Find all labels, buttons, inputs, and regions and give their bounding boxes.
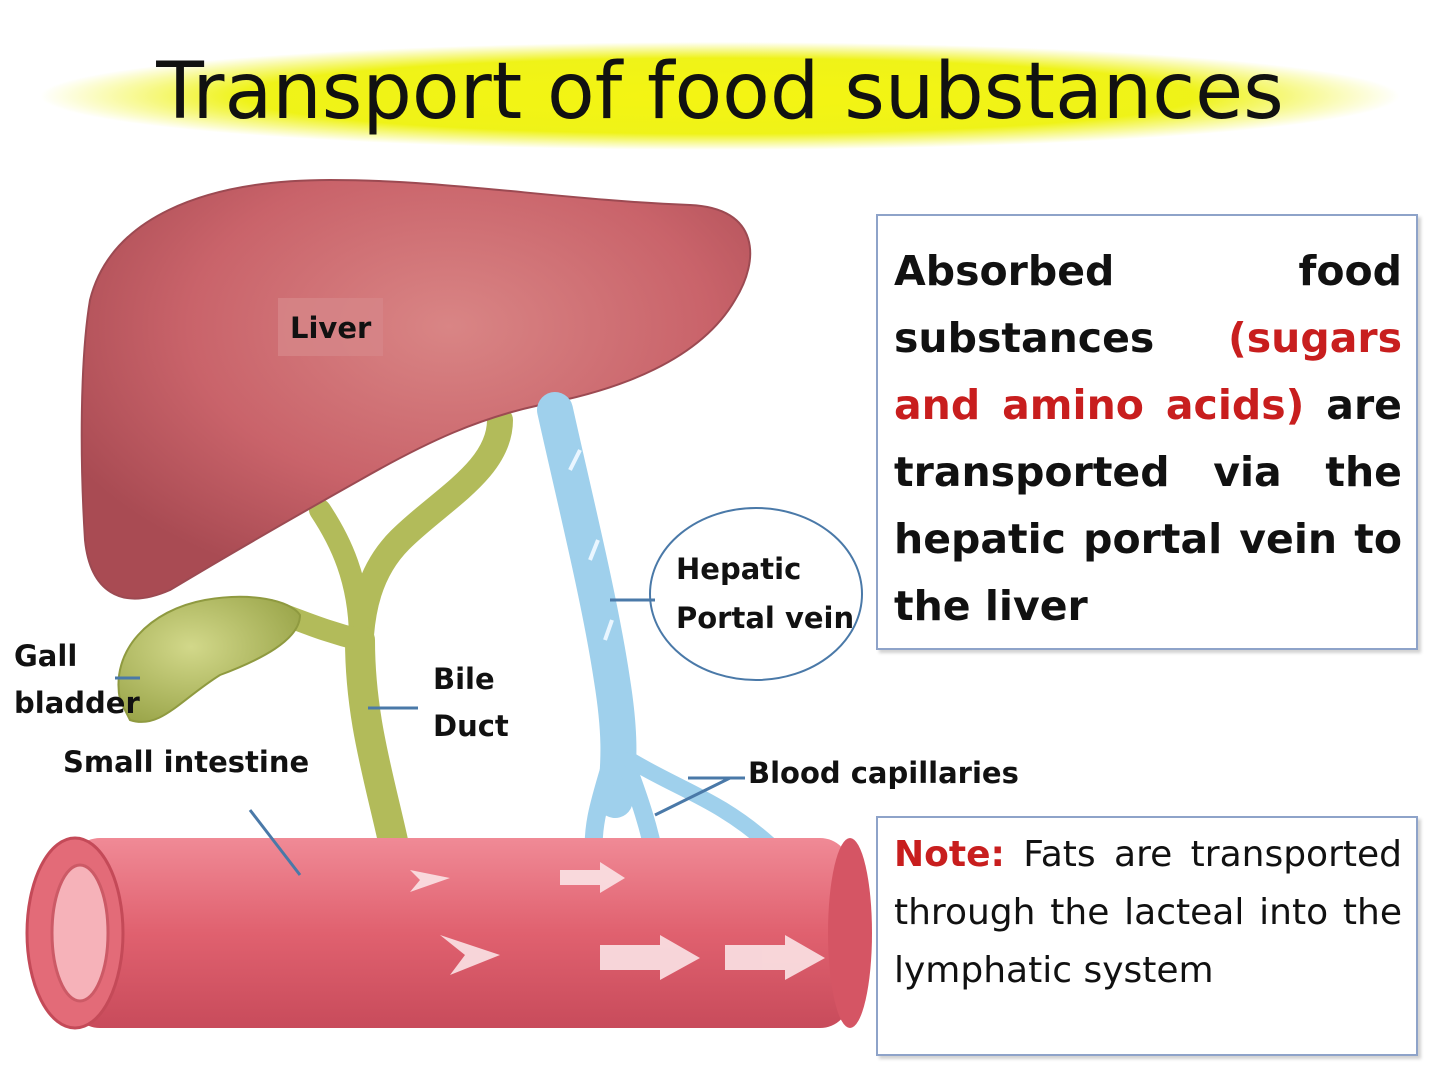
gall-bladder-label-1: Gall [14, 639, 78, 673]
info-box-text: Absorbed food substances (sugars and ami… [894, 238, 1402, 640]
info-text-highlight: (sugars and amino acids) [894, 314, 1402, 429]
info-text-part1: Absorbed food substances [894, 247, 1402, 362]
intestine-right-end [828, 838, 872, 1028]
small-intestine-shape [70, 838, 850, 1028]
pointer-lines [115, 598, 745, 876]
note-text: Fats are transported through the lacteal… [894, 834, 1402, 991]
vein-flow-arrows [568, 449, 614, 641]
blood-capillaries-label: Blood capillaries [748, 756, 1019, 790]
note-box-text: Note: Fats are transported through the l… [894, 826, 1402, 1000]
info-box: Absorbed food substances (sugars and ami… [876, 214, 1418, 650]
note-label: Note: [894, 834, 1005, 875]
page-title: Transport of food substances [155, 47, 1284, 137]
info-text-part2: are transported via the hepatic portal v… [894, 381, 1402, 630]
title-highlight [40, 42, 1400, 150]
liver-label: Liver [290, 311, 372, 345]
hepatic-portal-label-1: Hepatic [676, 552, 802, 586]
bile-duct-label-1: Bile [433, 662, 495, 696]
note-box: Note: Fats are transported through the l… [876, 816, 1418, 1056]
gall-bladder-label-2: bladder [14, 686, 140, 720]
liver-label-bg [278, 298, 383, 356]
intestine-lumen [50, 863, 110, 1003]
liver-shape [80, 178, 752, 600]
gall-bladder-shape [117, 595, 302, 723]
hepatic-portal-oval [649, 507, 863, 681]
small-intestine-label: Small intestine [63, 745, 310, 779]
bile-duct-label-2: Duct [433, 709, 509, 743]
intestine-flow-arrows [410, 862, 825, 980]
hepatic-portal-label-2: Portal vein [676, 601, 855, 635]
